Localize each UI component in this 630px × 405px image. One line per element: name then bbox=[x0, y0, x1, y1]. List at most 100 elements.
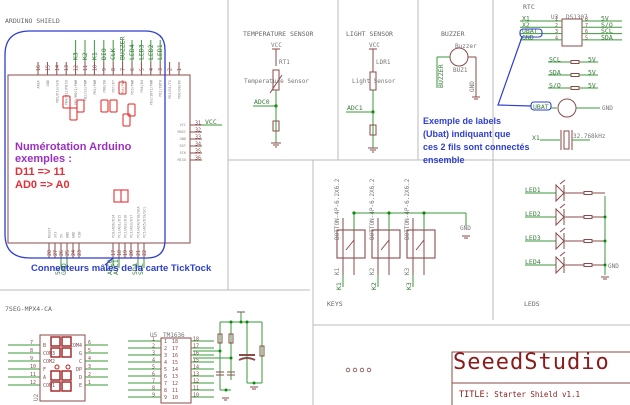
arduino-bottom-net-label: SDA bbox=[131, 263, 139, 275]
annotation-example-2: AD0 => A0 bbox=[15, 179, 70, 191]
driver-inner-left: 3 bbox=[164, 353, 167, 359]
seg-left-pin-number: 9 bbox=[30, 356, 33, 362]
pin-highlight-box bbox=[69, 107, 78, 121]
driver-inner-right: 12 bbox=[172, 381, 178, 387]
light-sensor-circuit: VCC LDR1 Light Sensor ADC1 bbox=[346, 42, 396, 153]
arduino-bottom-pin-number: 28 bbox=[47, 250, 53, 256]
arduino-body bbox=[7, 74, 191, 244]
light-resistor bbox=[369, 124, 377, 136]
driver-right-pin-number: 18 bbox=[193, 337, 199, 343]
driver-inner-left: 5 bbox=[164, 367, 167, 373]
seg-left-pin-name: A bbox=[43, 375, 46, 381]
buzzer-circuit: Buzzer BUZ1 BUZZER GND bbox=[436, 43, 480, 100]
light-ref: LDR1 bbox=[376, 59, 391, 66]
arduino-bottom-pin-label: VIN bbox=[78, 232, 82, 238]
driver-inner-right: 14 bbox=[172, 367, 178, 373]
driver-right-pin-number: 12 bbox=[193, 379, 199, 385]
key-switch bbox=[371, 229, 401, 259]
arduino-right-pin-label: MISO bbox=[178, 158, 186, 162]
driver-right-pin-number: 11 bbox=[193, 386, 199, 392]
segment-digit-top bbox=[61, 370, 72, 381]
driver-inner-left: 8 bbox=[164, 388, 167, 394]
rtc-right-pin-number: 7 bbox=[585, 23, 588, 29]
arduino-top-pin-label: PD0/D0/RX bbox=[178, 79, 182, 99]
driver-inner-left: 2 bbox=[164, 346, 167, 352]
arduino-bottom-pin-label: GND bbox=[66, 232, 70, 238]
seg-right-pin-number: 3 bbox=[88, 364, 91, 370]
driver-inner-left: 4 bbox=[164, 360, 167, 366]
driver-inner-right: 18 bbox=[172, 339, 178, 345]
rtc-crystal-value: 32.768kHz bbox=[573, 133, 606, 140]
arduino-right-pin-number: 32 bbox=[195, 128, 201, 134]
battery-symbol bbox=[557, 98, 577, 118]
arduino-top-pin-number: 2 bbox=[168, 68, 174, 71]
rtc-right-net: SCL bbox=[601, 27, 613, 35]
arduino-top-pin-number: 7 bbox=[121, 68, 127, 71]
connector-pads bbox=[345, 367, 372, 373]
arduino-top-pin-label: PD3/INT1/PWM bbox=[149, 80, 153, 105]
driver-inner-right: 15 bbox=[172, 360, 178, 366]
seg-right-pin-number: 6 bbox=[88, 340, 91, 346]
seg-left-pin-name: F bbox=[43, 367, 46, 373]
arduino-top-net-label: LED3 bbox=[137, 44, 145, 60]
led-net: LED3 bbox=[525, 234, 541, 242]
arduino-bottom-pin-number: 24 bbox=[71, 250, 77, 256]
segment-digit-top bbox=[50, 336, 61, 347]
seg-left-pin-number: 12 bbox=[30, 380, 36, 386]
key-part-label: BOTTON-4P-6.2X6.2 bbox=[404, 178, 411, 240]
arduino-bottom-pin-label: GND bbox=[72, 232, 76, 238]
led-net: LED2 bbox=[525, 210, 541, 218]
annotation-labels-line-4: ensemble bbox=[423, 155, 465, 165]
led-diode bbox=[555, 255, 565, 275]
arduino-bottom-pin-number: 19 bbox=[123, 250, 129, 256]
arduino-top-pin-label: PB0/D8 bbox=[102, 80, 106, 93]
buzzer-name: Buzzer bbox=[455, 43, 477, 50]
arduino-top-pin-label: PD4/D4 bbox=[140, 80, 144, 93]
pin-highlight-box bbox=[62, 95, 71, 109]
pin-highlight-box bbox=[76, 99, 85, 113]
driver-inner-left: 7 bbox=[164, 381, 167, 387]
buzzer-symbol bbox=[449, 47, 469, 67]
driver-inner-left: 6 bbox=[164, 374, 167, 380]
key-net: K3 bbox=[405, 282, 413, 290]
seg-ref: U2 bbox=[33, 393, 40, 401]
arduino-top-pin-number: 5 bbox=[139, 68, 145, 71]
thermistor-slash bbox=[269, 74, 283, 94]
rtc-right-net: 5V bbox=[601, 15, 609, 23]
arduino-right-net-label: VCC bbox=[205, 118, 217, 126]
arduino-right-pin-number: 36 bbox=[195, 156, 201, 162]
arduino-top-pin-number: 16 bbox=[36, 65, 42, 71]
arduino-bottom-net-label: SCL bbox=[137, 263, 145, 275]
rtc-right-pin-number: 5 bbox=[585, 35, 588, 41]
arduino-top-net-label: K2 bbox=[81, 52, 89, 60]
rtc-crystal-net: X1 bbox=[532, 134, 540, 142]
seg-left-pin-name: COM2 bbox=[43, 359, 55, 365]
annotation-connectors: Connecteurs mâles de la carte TickTock bbox=[31, 263, 212, 274]
rtc-chip bbox=[561, 18, 583, 47]
key-ref: K1 bbox=[334, 267, 341, 275]
seg-left-pin-number: 7 bbox=[30, 340, 33, 346]
key-switch-contact bbox=[380, 239, 390, 251]
arduino-bottom-pin-label: 5V bbox=[60, 233, 64, 238]
segment-digit-top bbox=[61, 336, 72, 347]
arduino-top-pin-label: PB5/D13/SCK bbox=[55, 79, 59, 103]
seg-right-pin-name: COM4 bbox=[70, 343, 82, 349]
annotation-pointer bbox=[104, 257, 114, 266]
led-diode bbox=[555, 207, 565, 227]
arduino-top-pin-label: PB4/D12/MISO bbox=[65, 80, 69, 105]
driver-left-pin-number: 1 bbox=[152, 337, 155, 343]
driver-left-pin-number: 8 bbox=[152, 386, 155, 392]
key-net: K1 bbox=[335, 282, 343, 290]
seg-left-pin-number: 8 bbox=[30, 348, 33, 354]
arduino-top-net-label: BUZZER bbox=[119, 36, 127, 60]
key-switch bbox=[406, 229, 436, 259]
arduino-top-pin-label: GND bbox=[46, 80, 50, 86]
driver-right-pin-number: 16 bbox=[193, 351, 199, 357]
arduino-right-pin-label: VCC bbox=[180, 123, 186, 127]
rtc-battery-net: UBAT bbox=[533, 103, 549, 111]
driver-inner-right: 10 bbox=[172, 395, 178, 401]
arduino-bottom-pin-label: PC2/AD2/D16 bbox=[124, 215, 128, 238]
arduino-top-net-label: LED4 bbox=[128, 44, 136, 60]
